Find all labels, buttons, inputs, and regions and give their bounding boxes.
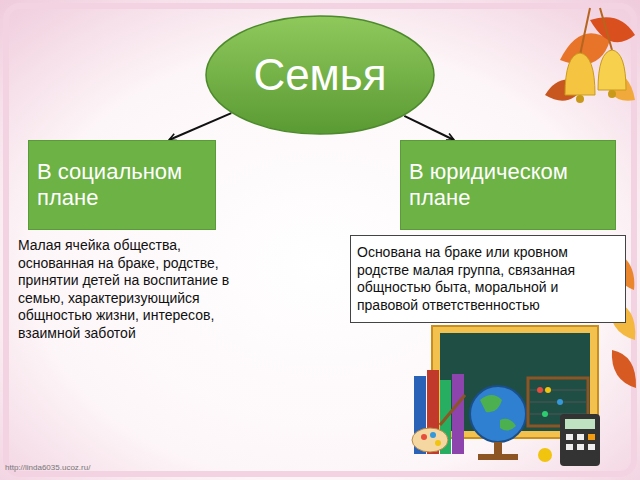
node-text: Основана на браке или кровном родстве ма… [357, 244, 619, 314]
watermark: http://linda6035.ucoz.ru/ [5, 464, 205, 473]
ellipse-outline [206, 16, 434, 134]
frame [6, 6, 634, 474]
node-text: В социальном плане [37, 159, 207, 212]
node-text: В юридическом плане [409, 159, 607, 212]
category-box: В социальном плане [28, 140, 216, 230]
arrow-connector [404, 116, 454, 140]
school-illustration [412, 326, 600, 466]
node-text: Семья [253, 50, 386, 101]
arrow-connector [169, 113, 231, 140]
title-ellipse: Семья [205, 15, 435, 135]
category-box: В юридическом плане [400, 140, 616, 230]
definition-box: Основана на браке или кровном родстве ма… [350, 235, 626, 323]
definition-text: Малая ячейка общества, основанная на бра… [18, 237, 242, 342]
